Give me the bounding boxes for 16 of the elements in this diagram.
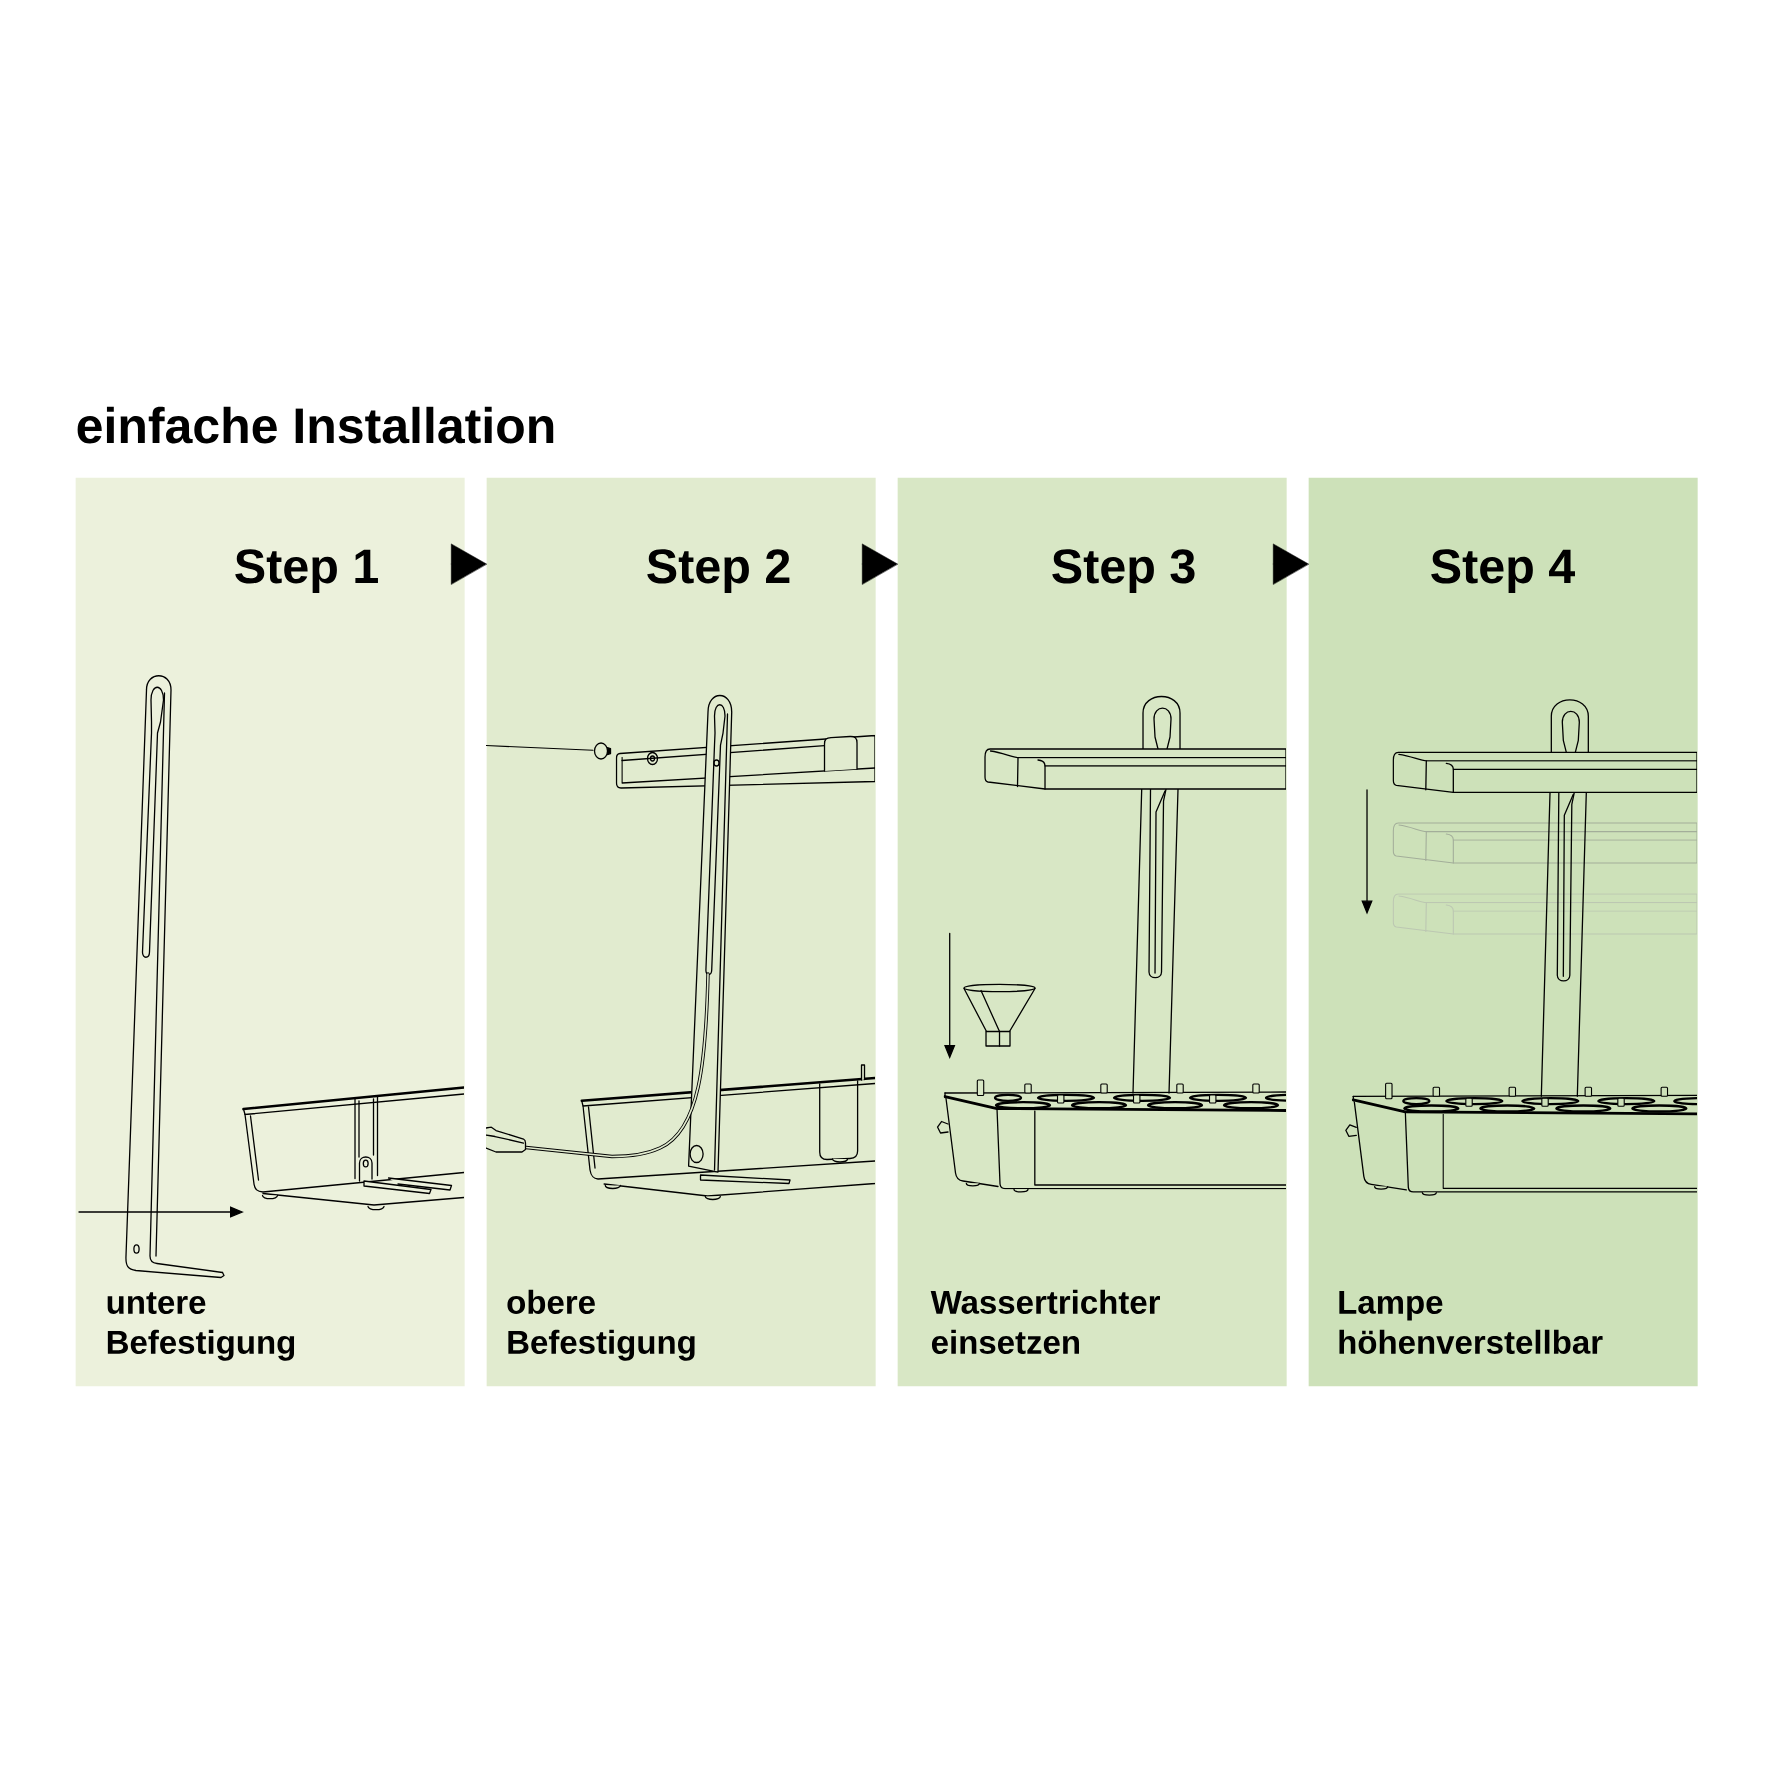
step-panel: [486, 477, 876, 1387]
step-panel: [75, 477, 465, 1387]
step-caption: untere Befestigung: [107, 1292, 295, 1361]
step-heading: Step 1: [235, 549, 378, 594]
arrow: [1272, 543, 1309, 585]
step-heading: Step 3: [1052, 549, 1195, 594]
step-heading: Step 4: [1431, 549, 1575, 594]
arrow: [450, 543, 487, 585]
step-caption: Lampe höhenverstellbar: [1339, 1290, 1603, 1354]
arrow: [861, 543, 898, 585]
step-heading: Step 2: [647, 549, 790, 594]
step-caption: Wassertrichter einsetzen: [930, 1289, 1160, 1354]
step-caption: obere Befestigung: [507, 1289, 695, 1361]
step-panel: [1308, 477, 1698, 1387]
step-panel: [897, 477, 1287, 1387]
title: einfache Installation: [77, 406, 554, 444]
